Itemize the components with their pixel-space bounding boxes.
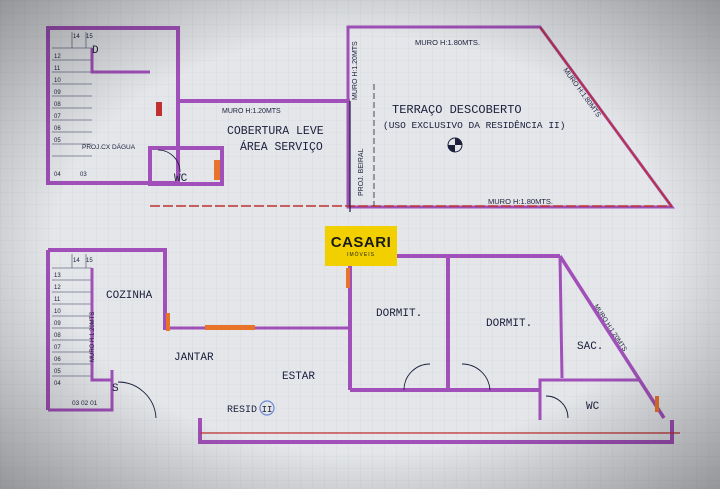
logo-name: CASARI [330, 233, 392, 251]
lower-wc-wall [538, 378, 640, 420]
casari-logo: CASARI IMÓVEIS [325, 226, 397, 266]
upper-step-14: 14 [73, 34, 80, 40]
lower-step-04: 04 [54, 381, 61, 387]
lower-bottom-wall [198, 418, 674, 444]
resid-number-circle [259, 400, 275, 416]
lower-step-15: 15 [86, 258, 93, 264]
terraco-uso-label: (USO EXCLUSIVO DA RESIDÊNCIA II) [383, 120, 565, 131]
resid-label: RESID [227, 405, 257, 416]
upper-wc-door-swing [157, 149, 181, 173]
dormit-1-label: DORMIT. [376, 308, 422, 320]
upper-step-04: 04 [54, 172, 61, 178]
lower-step-13: 13 [54, 273, 61, 279]
logo-tagline: IMÓVEIS [347, 251, 375, 258]
jantar-label: JANTAR [174, 352, 214, 364]
proj-caixa-dagua-label: PROJ.CX DÁGUA [82, 142, 136, 151]
level-marker-icon [447, 137, 463, 153]
lower-stair-rail [90, 268, 112, 382]
muro-180-bottom-label: MURO H:1.80MTS. [488, 197, 553, 206]
lower-step-08: 08 [54, 333, 61, 339]
estar-label: ESTAR [282, 371, 315, 383]
sac-diagonal-wall [558, 255, 666, 419]
terrace-diagonal-wall [539, 26, 673, 208]
upper-step-10: 10 [54, 78, 61, 84]
jantar-window [205, 325, 255, 330]
entry-door-swing [117, 381, 157, 419]
terraco-label: TERRAÇO DESCOBERTO [392, 103, 522, 117]
lower-step-10: 10 [54, 309, 61, 315]
upper-stair-window [156, 102, 162, 116]
upper-step-15: 15 [86, 34, 93, 40]
lower-step-06: 06 [54, 357, 61, 363]
lower-step-12: 12 [54, 285, 61, 291]
dormit-window [346, 268, 350, 288]
cozinha-window [166, 313, 170, 331]
muro-120-horizontal-label: MURO H:1.20MTS [222, 108, 281, 115]
upper-wc-wall [148, 146, 224, 186]
upper-step-08: 08 [54, 102, 61, 108]
lower-step-05: 05 [54, 369, 61, 375]
lower-plan: 14 15 13 12 11 10 09 08 07 06 05 04 03 0… [46, 248, 680, 444]
lower-step-03-01: 03 02 01 [72, 400, 98, 407]
s-label: S [112, 383, 119, 395]
upper-stair-treads [52, 32, 92, 157]
dormit-2-label: DORMIT. [486, 318, 532, 330]
upper-step-12: 12 [54, 54, 61, 60]
resid-number: II [262, 405, 273, 415]
upper-wc-label: WC [174, 173, 188, 185]
stair-landing-wall [48, 370, 114, 412]
upper-step-05: 05 [54, 138, 61, 144]
lower-wc-door-swing [545, 395, 569, 419]
cozinha-wall [48, 248, 167, 330]
sac-inner-wall [558, 255, 564, 379]
cobertura-leve-label: COBERTURA LEVE [227, 125, 324, 138]
lower-wc-window [655, 396, 659, 412]
upper-stair-rail [90, 48, 150, 74]
upper-step-07: 07 [54, 114, 61, 120]
upper-step-03: 03 [80, 172, 87, 178]
lower-step-14: 14 [73, 258, 80, 264]
upper-step-11: 11 [54, 66, 61, 72]
dormit-2-door-swing [461, 363, 491, 391]
upper-wc-window [214, 160, 220, 180]
muro-180-top-label: MURO H:1.80MTS. [415, 38, 480, 47]
lower-wc-label: WC [586, 401, 600, 413]
lower-step-09: 09 [54, 321, 61, 327]
area-servico-label: ÁREA SERVIÇO [240, 140, 323, 154]
sac-label: SAC. [577, 341, 603, 353]
proj-beiral-label: PROJ. BEIRAL [358, 148, 365, 196]
lower-step-11: 11 [54, 297, 61, 303]
lower-stair-treads [52, 254, 92, 377]
muro-120-vertical-label: MURO H:1.20MTS [352, 41, 359, 100]
upper-step-06: 06 [54, 126, 61, 132]
upper-stair-wall [46, 26, 180, 185]
dormit-1-door-swing [403, 363, 431, 391]
upper-stair-letter: D [92, 45, 99, 57]
lower-step-07: 07 [54, 345, 61, 351]
upper-step-09: 09 [54, 90, 61, 96]
cozinha-label: COZINHA [106, 290, 153, 302]
lower-muro-left-label: MURO H:1.20MTS [90, 312, 96, 362]
